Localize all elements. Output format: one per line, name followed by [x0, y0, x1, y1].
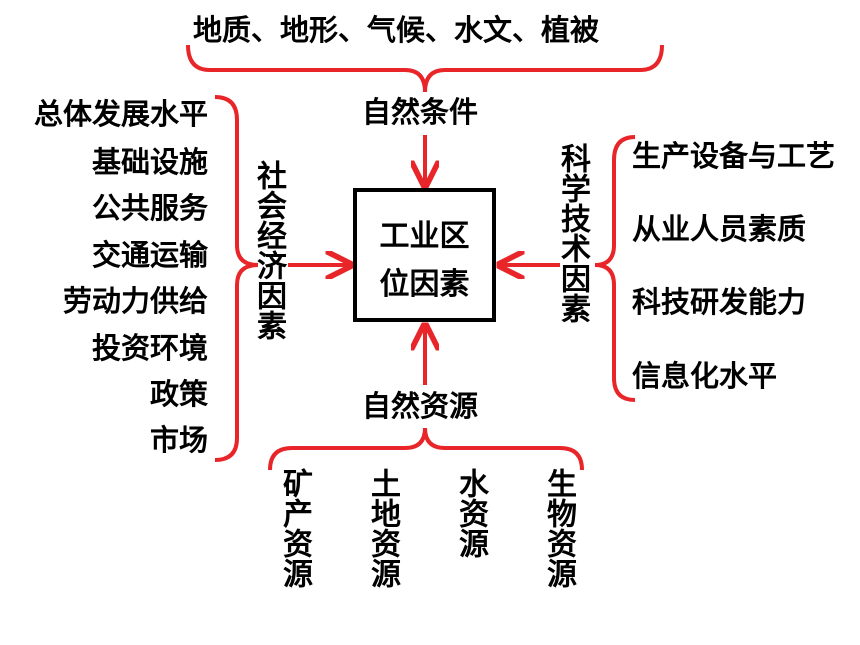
bottom-brace [268, 427, 584, 471]
list-item: 市场 [149, 423, 208, 457]
list-item: 公共服务 [91, 191, 208, 225]
center-title-line-2: 位因素 [379, 267, 470, 302]
center-title-line-1: 工业区 [379, 219, 470, 254]
list-item: 总体发展水平 [33, 97, 208, 131]
tech-label: 科学技术因素 [555, 143, 590, 323]
list-item: 劳动力供给 [62, 284, 208, 318]
natural-resources-label: 自然资源 [362, 389, 479, 423]
right-brace [594, 135, 636, 402]
list-item: 从业人员素质 [632, 212, 807, 246]
top-brace [186, 44, 664, 93]
list-item: 科技研发能力 [632, 285, 807, 319]
resource-water: 水资源 [453, 468, 488, 558]
resource-land: 土地资源 [365, 468, 400, 588]
socio-economic-label: 社会经济因素 [251, 160, 286, 340]
natural-conditions-label: 自然条件 [362, 95, 479, 129]
top-factors-text: 地质、地形、气候、水文、植被 [193, 13, 600, 47]
list-item: 信息化水平 [632, 359, 778, 393]
list-item: 生产设备与工艺 [632, 139, 836, 173]
resource-biological: 生物资源 [541, 468, 576, 588]
socio-economic-items: 总体发展水平 基础设施 公共服务 交通运输 劳动力供给 投资环境 政策 市场 [34, 100, 208, 466]
tech-items: 生产设备与工艺 从业人员素质 科技研发能力 信息化水平 [632, 142, 835, 402]
list-item: 交通运输 [91, 238, 208, 272]
left-brace [214, 95, 259, 462]
list-item: 投资环境 [91, 331, 208, 365]
list-item: 基础设施 [91, 145, 208, 179]
list-item: 政策 [149, 377, 208, 411]
industrial-location-box: 工业区 位因素 [353, 188, 496, 322]
resource-mineral: 矿产资源 [277, 468, 312, 588]
